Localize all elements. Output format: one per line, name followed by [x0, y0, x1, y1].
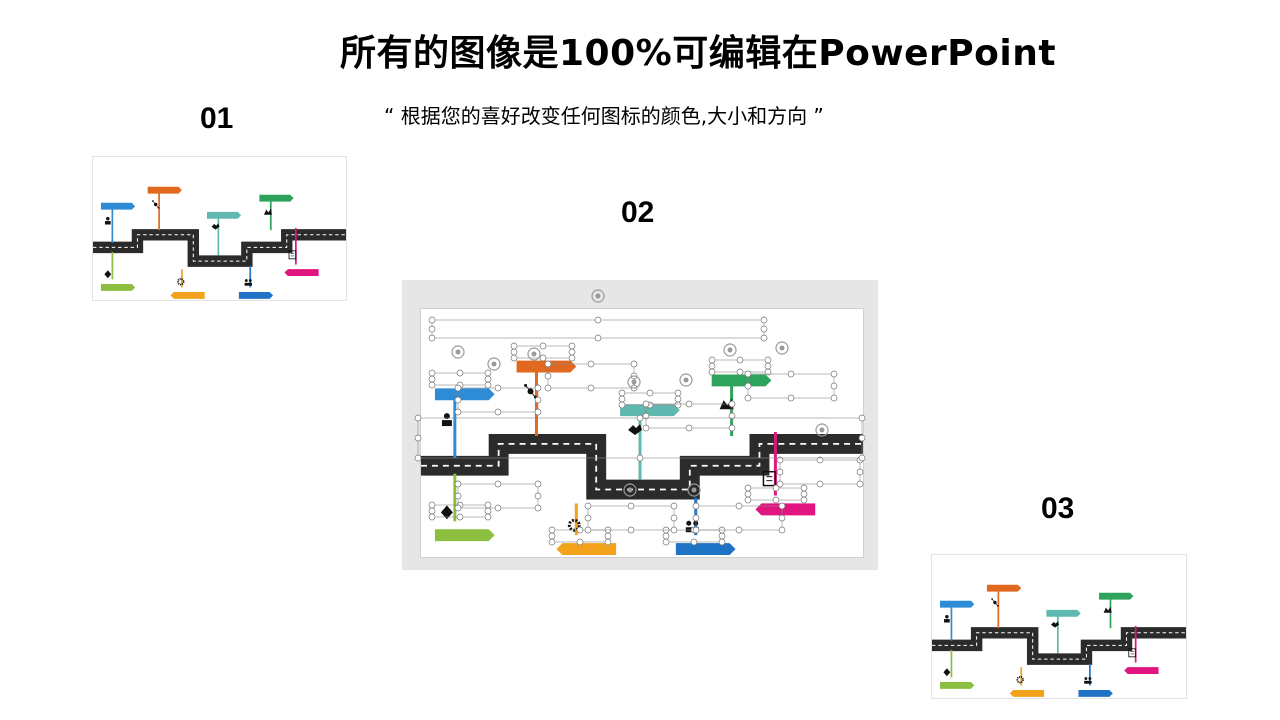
option-group [170, 269, 205, 299]
option-group [1099, 592, 1134, 629]
option-group [1078, 663, 1113, 697]
slide-background [93, 157, 346, 300]
option-group [1124, 625, 1159, 674]
network-icon [991, 598, 999, 607]
option-tag [711, 374, 772, 387]
option-tag [238, 291, 274, 299]
handshake-icon [1050, 621, 1059, 628]
option-group [100, 251, 136, 291]
option-tag [284, 269, 319, 276]
option-tag [259, 194, 294, 202]
option-tag [986, 584, 1022, 592]
page-title: 所有的图像是100%可编辑在PowerPoint [340, 33, 1057, 74]
option-tag [675, 543, 736, 556]
slide-thumbnail-01[interactable] [92, 156, 347, 301]
option-group [147, 186, 182, 231]
option-group [100, 202, 136, 243]
option-group [556, 503, 617, 556]
option-group [284, 227, 319, 276]
option-tag [1078, 689, 1113, 697]
option-tag [206, 211, 242, 219]
option-tag [170, 291, 205, 299]
people-icon [104, 217, 111, 225]
chart-icon [263, 208, 272, 215]
option-group [986, 584, 1022, 629]
report-icon [762, 470, 777, 487]
gear-icon [177, 277, 185, 286]
bulb-icon [104, 270, 112, 279]
team-icon [244, 279, 252, 286]
rotate-handle [591, 289, 605, 303]
option-tag [556, 543, 617, 556]
handshake-icon [211, 223, 220, 230]
option-group [940, 600, 975, 641]
road-lane-markings [93, 234, 346, 262]
option-tag [940, 681, 975, 689]
option-tag [1009, 689, 1045, 697]
label-01: 01 [200, 102, 234, 135]
slide-thumbnail-03[interactable] [931, 554, 1187, 699]
option-tag [620, 404, 680, 417]
rotate-handle-dot [595, 293, 601, 299]
slide-background [932, 555, 1186, 698]
option-tag [147, 186, 182, 194]
label-03: 03 [1041, 492, 1075, 525]
option-group [1046, 609, 1081, 654]
option-tag [755, 503, 816, 516]
option-tag [100, 283, 136, 291]
option-tag [434, 388, 495, 401]
option-tag [434, 529, 495, 542]
option-tag [516, 360, 577, 373]
option-tag [1099, 592, 1134, 600]
option-tag [1046, 609, 1081, 617]
road-lane-markings [932, 632, 1186, 660]
option-group [238, 265, 274, 299]
slide-background [421, 309, 863, 557]
option-group [259, 194, 294, 231]
option-group [206, 211, 242, 256]
slide-edit-view-02[interactable] [402, 280, 878, 570]
bulb-icon [943, 668, 951, 677]
network-icon [151, 200, 160, 209]
page-subtitle: “ 根据您的喜好改变任何图标的颜色,大小和方向 ” [384, 104, 824, 128]
option-tag [940, 600, 975, 608]
label-02: 02 [621, 196, 655, 229]
slide-preview-02[interactable] [420, 308, 864, 558]
team-icon [1084, 677, 1092, 684]
report-icon [288, 250, 297, 260]
option-group [940, 649, 975, 689]
chart-icon [1103, 606, 1112, 613]
option-tag [100, 202, 136, 210]
option-tag [1124, 667, 1159, 674]
report-icon [1128, 648, 1137, 658]
people-icon [944, 615, 950, 623]
